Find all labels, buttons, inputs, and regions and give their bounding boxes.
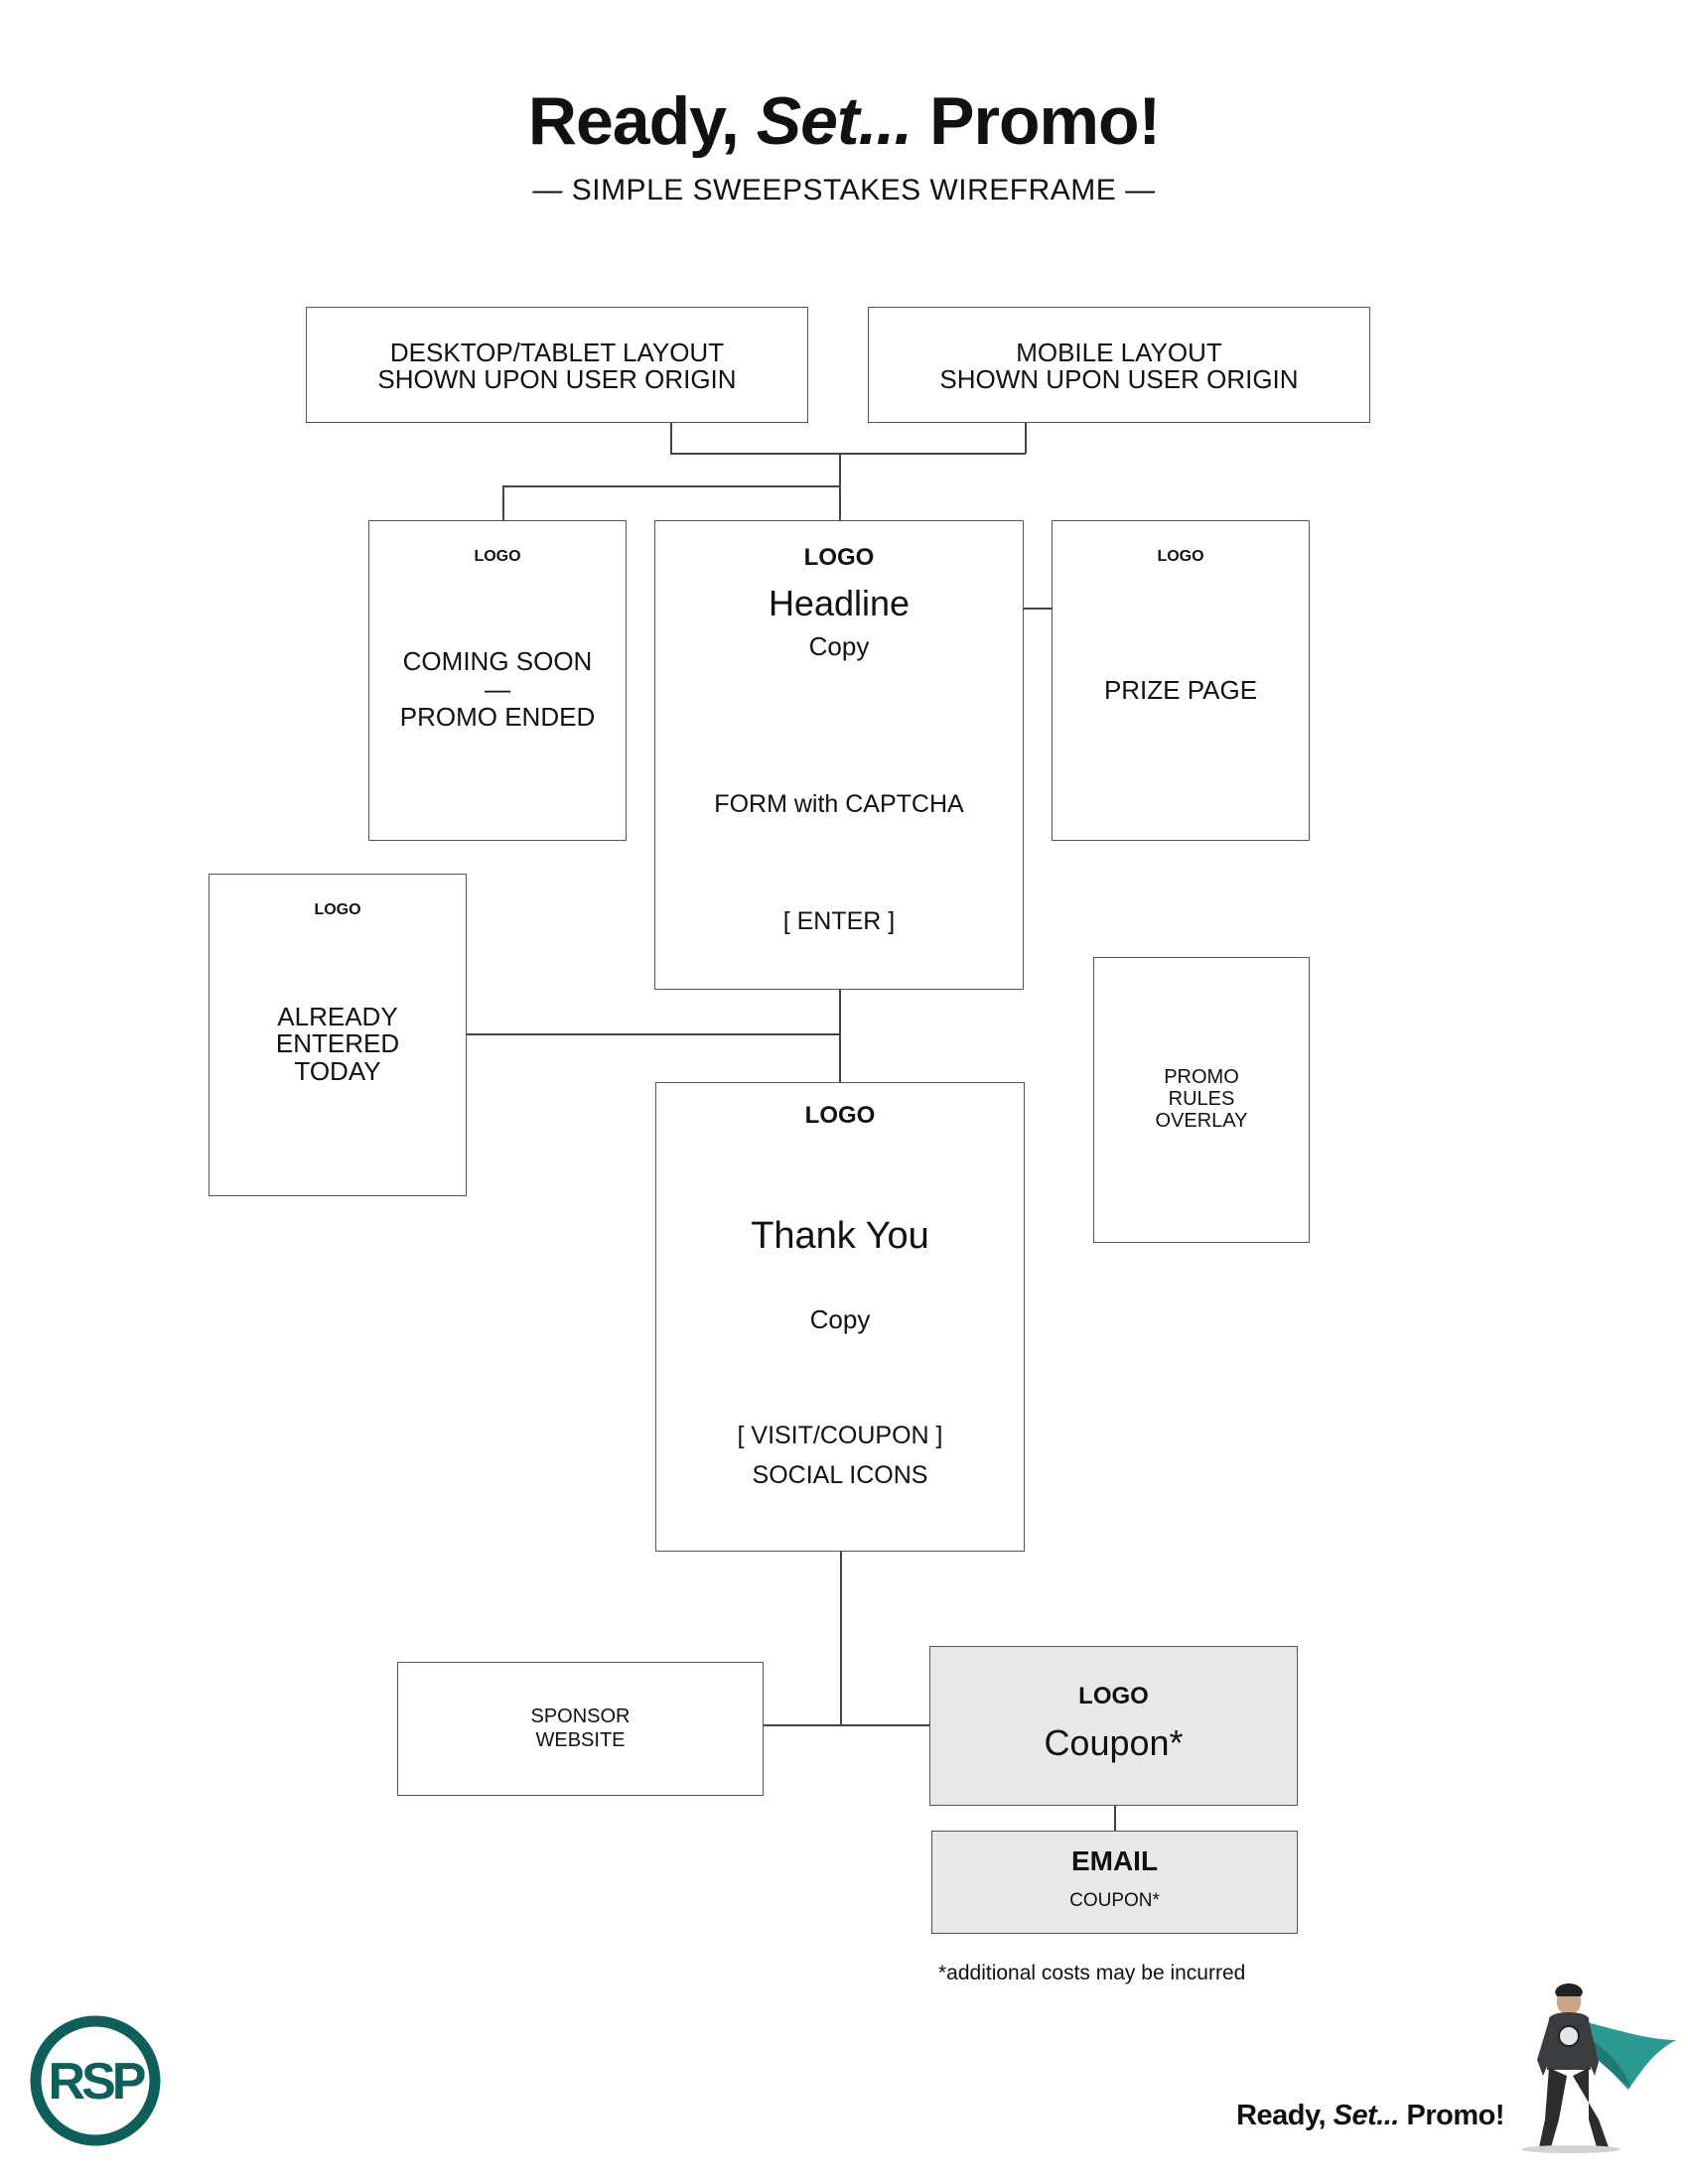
email-coupon-title: EMAIL <box>1070 1845 1159 1876</box>
coming-soon-label: COMING SOON — PROMO ENDED <box>399 646 596 732</box>
coming-soon-node: LOGO COMING SOON — PROMO ENDED <box>368 520 627 841</box>
title-part-promo: Promo! <box>929 83 1161 159</box>
entry-page-logo: LOGO <box>803 544 875 571</box>
coming-soon-logo: LOGO <box>474 548 521 565</box>
thank-you-visit-coupon: [ VISIT/COUPON ] <box>737 1422 943 1449</box>
coupon-label: Coupon* <box>1044 1722 1184 1763</box>
sponsor-website-node: SPONSOR WEBSITE <box>397 1662 764 1796</box>
title-part-set: Set... <box>756 83 913 159</box>
thank-you-logo: LOGO <box>804 1102 876 1129</box>
connector <box>839 453 841 522</box>
title-part-ready: Ready, <box>527 83 740 159</box>
entry-page-node: LOGO Headline Copy FORM with CAPTCHA [ E… <box>654 520 1024 990</box>
already-entered-logo: LOGO <box>314 901 361 918</box>
sponsor-website-label: SPONSOR WEBSITE <box>530 1706 631 1751</box>
connector <box>467 1033 840 1035</box>
connector <box>839 990 841 1082</box>
mobile-layout-node: MOBILE LAYOUT SHOWN UPON USER ORIGIN <box>868 307 1370 423</box>
entry-page-copy: Copy <box>808 631 870 661</box>
thank-you-node: LOGO Thank You Copy [ VISIT/COUPON ] SOC… <box>655 1082 1025 1552</box>
already-entered-node: LOGO ALREADY ENTERED TODAY <box>209 874 467 1196</box>
already-entered-label: ALREADY ENTERED TODAY <box>275 1002 400 1086</box>
connector <box>840 1551 842 1725</box>
page-title: Ready, Set... Promo! <box>0 87 1688 155</box>
prize-page-label: PRIZE PAGE <box>1103 675 1258 705</box>
email-coupon-node: EMAIL COUPON* <box>931 1831 1298 1934</box>
connector <box>502 485 840 487</box>
connector <box>670 453 1026 455</box>
connector <box>1114 1805 1116 1831</box>
footnote: *additional costs may be incurred <box>938 1962 1246 1984</box>
connector <box>1023 608 1053 610</box>
email-coupon-label: COUPON* <box>1069 1890 1160 1911</box>
coupon-node: LOGO Coupon* <box>929 1646 1298 1806</box>
thank-you-social-icons: SOCIAL ICONS <box>752 1461 928 1489</box>
footer-tagline: Ready, Set... Promo! <box>1236 2100 1504 2132</box>
thank-you-copy: Copy <box>809 1304 871 1334</box>
entry-page-enter: [ ENTER ] <box>782 907 896 935</box>
mobile-layout-label: MOBILE LAYOUT SHOWN UPON USER ORIGIN <box>939 338 1299 395</box>
tagline-ready: Ready, <box>1236 2100 1327 2131</box>
entry-page-headline: Headline <box>768 583 911 623</box>
desktop-layout-label: DESKTOP/TABLET LAYOUT SHOWN UPON USER OR… <box>377 338 737 395</box>
thank-you-headline: Thank You <box>751 1215 929 1257</box>
connector <box>502 485 504 522</box>
desktop-layout-node: DESKTOP/TABLET LAYOUT SHOWN UPON USER OR… <box>306 307 808 423</box>
superhero-mascot-icon <box>1521 1983 1676 2153</box>
prize-page-logo: LOGO <box>1157 548 1204 565</box>
connector <box>763 1724 929 1726</box>
prize-page-node: LOGO PRIZE PAGE <box>1052 520 1310 841</box>
page-subtitle: — SIMPLE SWEEPSTAKES WIREFRAME — <box>532 174 1156 206</box>
promo-rules-label: PROMO RULES OVERLAY <box>1155 1066 1248 1132</box>
tagline-set: Set... <box>1333 2100 1400 2131</box>
connector <box>1025 423 1027 454</box>
tagline-promo: Promo! <box>1406 2100 1505 2131</box>
promo-rules-node: PROMO RULES OVERLAY <box>1093 957 1310 1243</box>
entry-page-form: FORM with CAPTCHA <box>714 790 964 818</box>
coupon-logo: LOGO <box>1078 1683 1149 1709</box>
rsp-logo-icon: RSP <box>30 2015 161 2146</box>
connector <box>670 423 672 454</box>
rsp-logo-text: RSP <box>49 2053 145 2111</box>
